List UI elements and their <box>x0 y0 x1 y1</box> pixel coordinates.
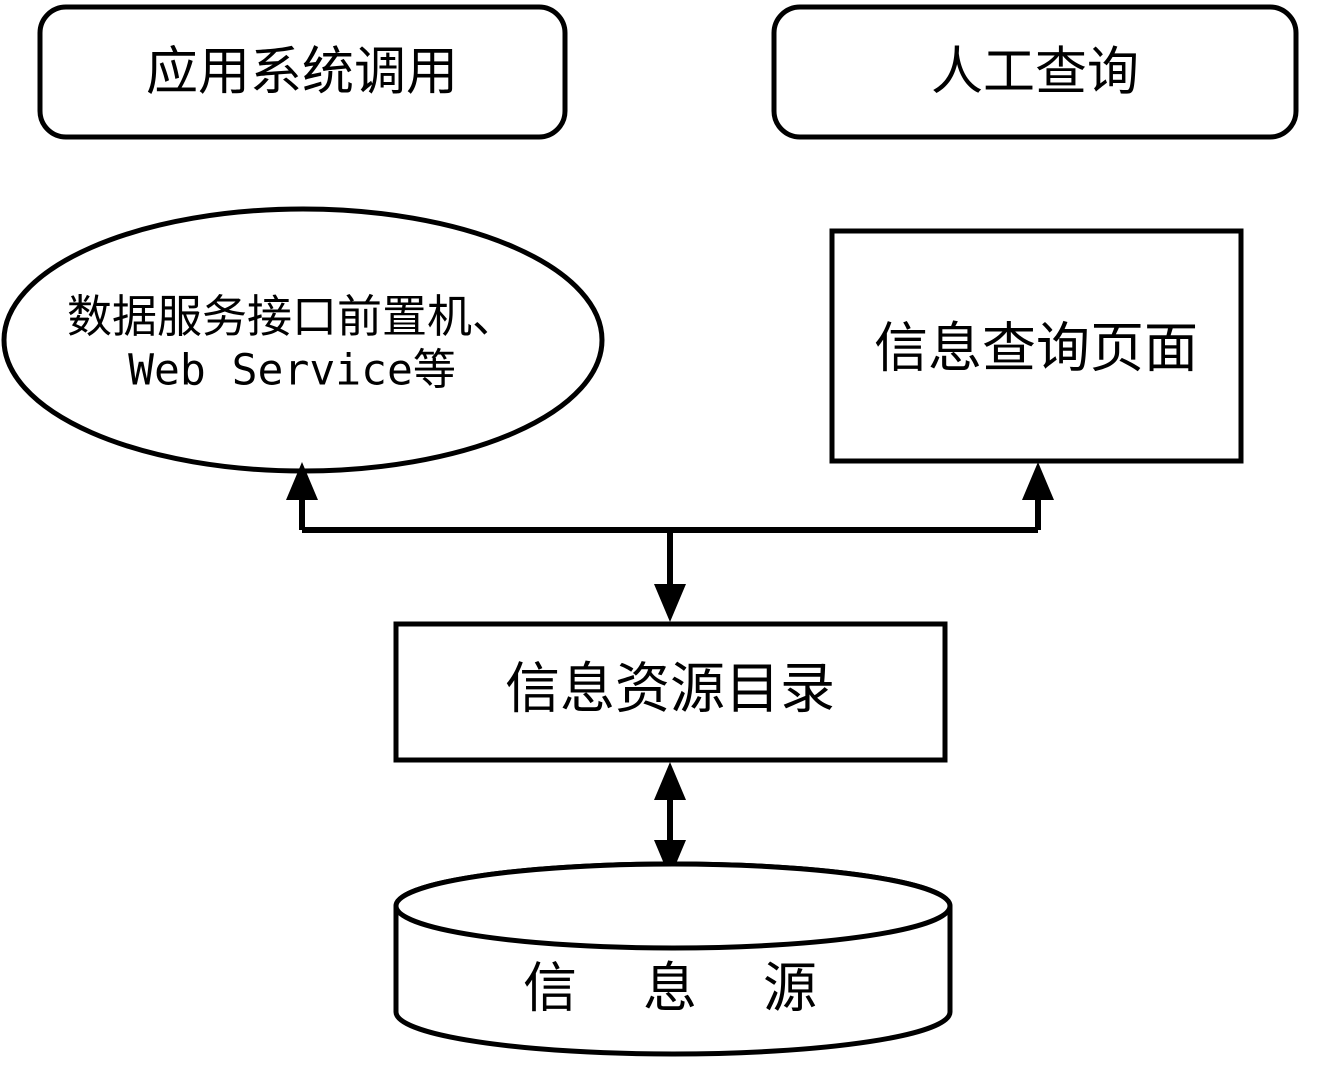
arrowhead-to-query-page <box>1022 462 1054 500</box>
node-app-system-call[interactable]: 应用系统调用 <box>37 4 568 140</box>
info-source-cylinder-top <box>393 861 953 951</box>
app-system-call-label: 应用系统调用 <box>146 44 458 102</box>
node-info-source[interactable]: 信 息 源 <box>393 861 953 1057</box>
info-resource-catalog-shape <box>393 621 948 763</box>
connector-bus-group <box>286 462 1054 622</box>
info-query-page-label: 信息查询页面 <box>874 318 1198 378</box>
arrowhead-to-catalog <box>654 584 686 622</box>
manual-query-shape <box>771 4 1299 140</box>
data-service-interface-label-line2: Web Service等 <box>128 346 456 396</box>
arrowhead-up-to-catalog <box>654 762 686 800</box>
data-service-interface-label-line1: 数据服务接口前置机、 <box>67 291 517 342</box>
arrowhead-to-data-service <box>286 462 318 500</box>
node-manual-query[interactable]: 人工查询 <box>771 4 1299 140</box>
node-info-resource-catalog[interactable]: 信息资源目录 <box>393 621 948 763</box>
arrowhead-down-to-source <box>654 840 686 878</box>
app-system-call-shape <box>37 4 568 140</box>
node-info-query-page[interactable]: 信息查询页面 <box>829 228 1244 464</box>
connector-catalog-source-group <box>654 762 686 878</box>
info-source-label: 信 息 源 <box>523 958 823 1018</box>
info-resource-catalog-label: 信息资源目录 <box>505 658 835 720</box>
manual-query-label: 人工查询 <box>931 44 1139 102</box>
info-query-page-shape <box>829 228 1244 464</box>
node-data-service-interface[interactable]: 数据服务接口前置机、 Web Service等 <box>1 206 605 474</box>
